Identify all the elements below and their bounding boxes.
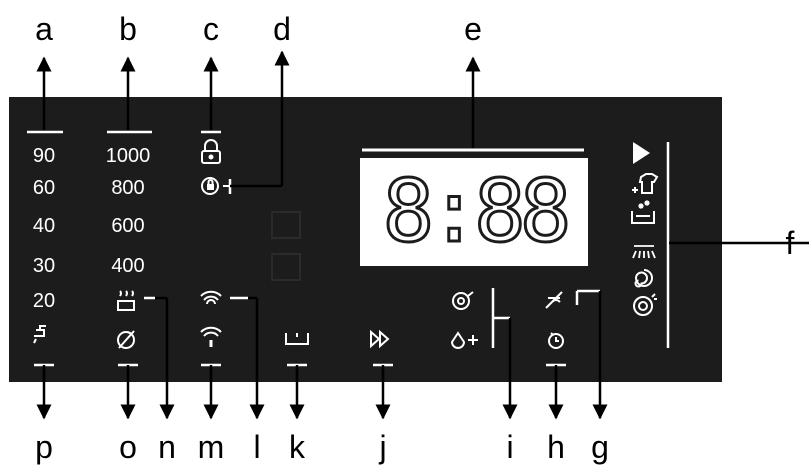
steam-icon[interactable]	[117, 290, 135, 311]
callout-m: m	[198, 429, 225, 465]
inactive-indicator	[271, 211, 301, 239]
inactive-indicator	[271, 253, 301, 281]
callout-k: k	[289, 429, 306, 465]
callout-b: b	[119, 11, 137, 47]
display-readout: 8:88	[382, 162, 566, 262]
soak-icon[interactable]	[631, 200, 655, 224]
no-spin-icon[interactable]	[117, 330, 135, 349]
callout-o: o	[119, 429, 137, 465]
callout-n: n	[158, 429, 176, 465]
callout-g: g	[591, 429, 609, 465]
temperature-option[interactable]: 40	[33, 215, 55, 237]
spin-icon[interactable]	[634, 269, 653, 288]
callout-f: f	[786, 225, 795, 261]
lock-icon	[201, 139, 221, 164]
callout-h: h	[547, 429, 565, 465]
delay-timer-icon[interactable]	[548, 332, 564, 349]
spin-speed-option[interactable]: 600	[111, 215, 144, 237]
no-dry-icon[interactable]	[545, 291, 563, 309]
tap-icon[interactable]	[33, 325, 46, 344]
temperature-option[interactable]: 60	[33, 177, 55, 199]
callout-d: d	[273, 11, 291, 47]
callout-p: p	[35, 429, 53, 465]
callout-i: i	[506, 429, 513, 465]
callout-c: c	[203, 11, 219, 47]
play-icon[interactable]	[633, 142, 650, 164]
drum-clean-icon[interactable]	[633, 293, 657, 316]
wifi-icon[interactable]	[200, 290, 222, 305]
temperature-option[interactable]: 90	[33, 145, 55, 167]
add-garment-icon[interactable]	[632, 173, 659, 194]
spin-speed-option[interactable]: 1000	[106, 145, 151, 167]
temperature-option[interactable]: 30	[33, 255, 55, 277]
temperature-option[interactable]: 20	[33, 290, 55, 312]
stain-icon[interactable]	[452, 291, 474, 310]
drop-plus-icon[interactable]	[450, 331, 478, 349]
fast-forward-icon[interactable]	[370, 329, 390, 349]
wifi-remote-icon[interactable]	[200, 326, 222, 347]
rinse-icon[interactable]	[632, 245, 656, 259]
spin-speed-option[interactable]: 400	[111, 255, 144, 277]
digital-display	[360, 158, 588, 266]
callout-e: e	[464, 11, 482, 47]
callout-l: l	[253, 429, 260, 465]
callout-j: j	[378, 429, 386, 465]
spin-speed-option[interactable]: 800	[111, 177, 144, 199]
callout-a: a	[35, 11, 53, 47]
basin-icon[interactable]	[285, 333, 309, 345]
